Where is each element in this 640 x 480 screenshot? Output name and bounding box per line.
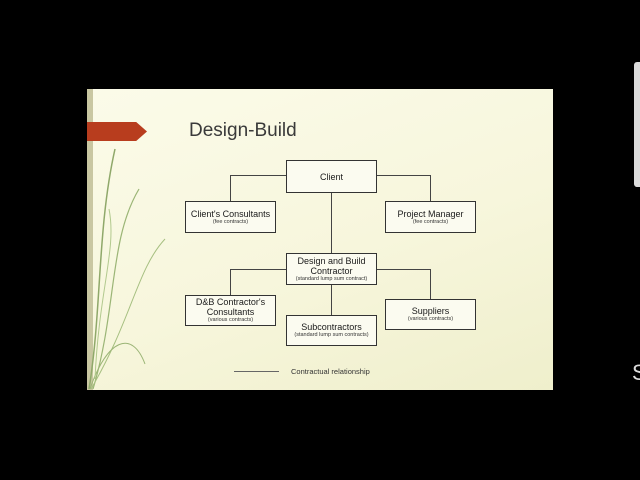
connector-to-clients-consultants [230,175,231,201]
legend-label: Contractual relationship [291,367,370,376]
db-contractors-consultants-box: D&B Contractor's Consultants (various co… [185,295,276,326]
subcontractors-box: Subcontractors (standard lump sum contra… [286,315,377,346]
project-manager-label: Project Manager [397,209,463,219]
project-manager-box: Project Manager (fee contracts) [385,201,476,233]
connector-to-subcontractors [331,285,332,315]
db-consultants-label-line2: Consultants [207,307,255,317]
design-build-contractor-label-line1: Design and Build [297,256,365,266]
next-slide-glyph: S [632,360,640,386]
connector-to-project-manager [430,175,431,201]
next-slide-edge [634,62,640,187]
legend-line-sample [234,371,279,372]
title-accent-arrow [87,122,147,141]
db-consultants-label-line1: D&B Contractor's [196,297,265,307]
connector-to-suppliers [430,269,431,299]
subcontractors-label: Subcontractors [301,322,362,332]
suppliers-note: (various contracts) [408,316,453,323]
clients-consultants-label: Client's Consultants [191,209,270,219]
subcontractors-note: (standard lump sum contracts) [294,332,368,339]
connector-to-db-consultants [230,269,231,295]
clients-consultants-note: (fee contracts) [213,219,248,226]
client-box: Client [286,160,377,193]
project-manager-note: (fee contracts) [413,219,448,226]
design-build-contractor-box: Design and Build Contractor (standard lu… [286,253,377,285]
suppliers-box: Suppliers (various contracts) [385,299,476,330]
slide-title: Design-Build [189,120,297,142]
client-label: Client [320,172,343,182]
presentation-slide: Design-Build Client Client's Consultants… [87,89,553,390]
db-consultants-note: (various contracts) [208,317,253,324]
clients-consultants-box: Client's Consultants (fee contracts) [185,201,276,233]
design-build-contractor-note: (standard lump sum contract) [296,276,368,283]
suppliers-label: Suppliers [412,306,450,316]
connector-client-to-contractor [331,192,332,254]
design-build-contractor-label-line2: Contractor [310,266,352,276]
